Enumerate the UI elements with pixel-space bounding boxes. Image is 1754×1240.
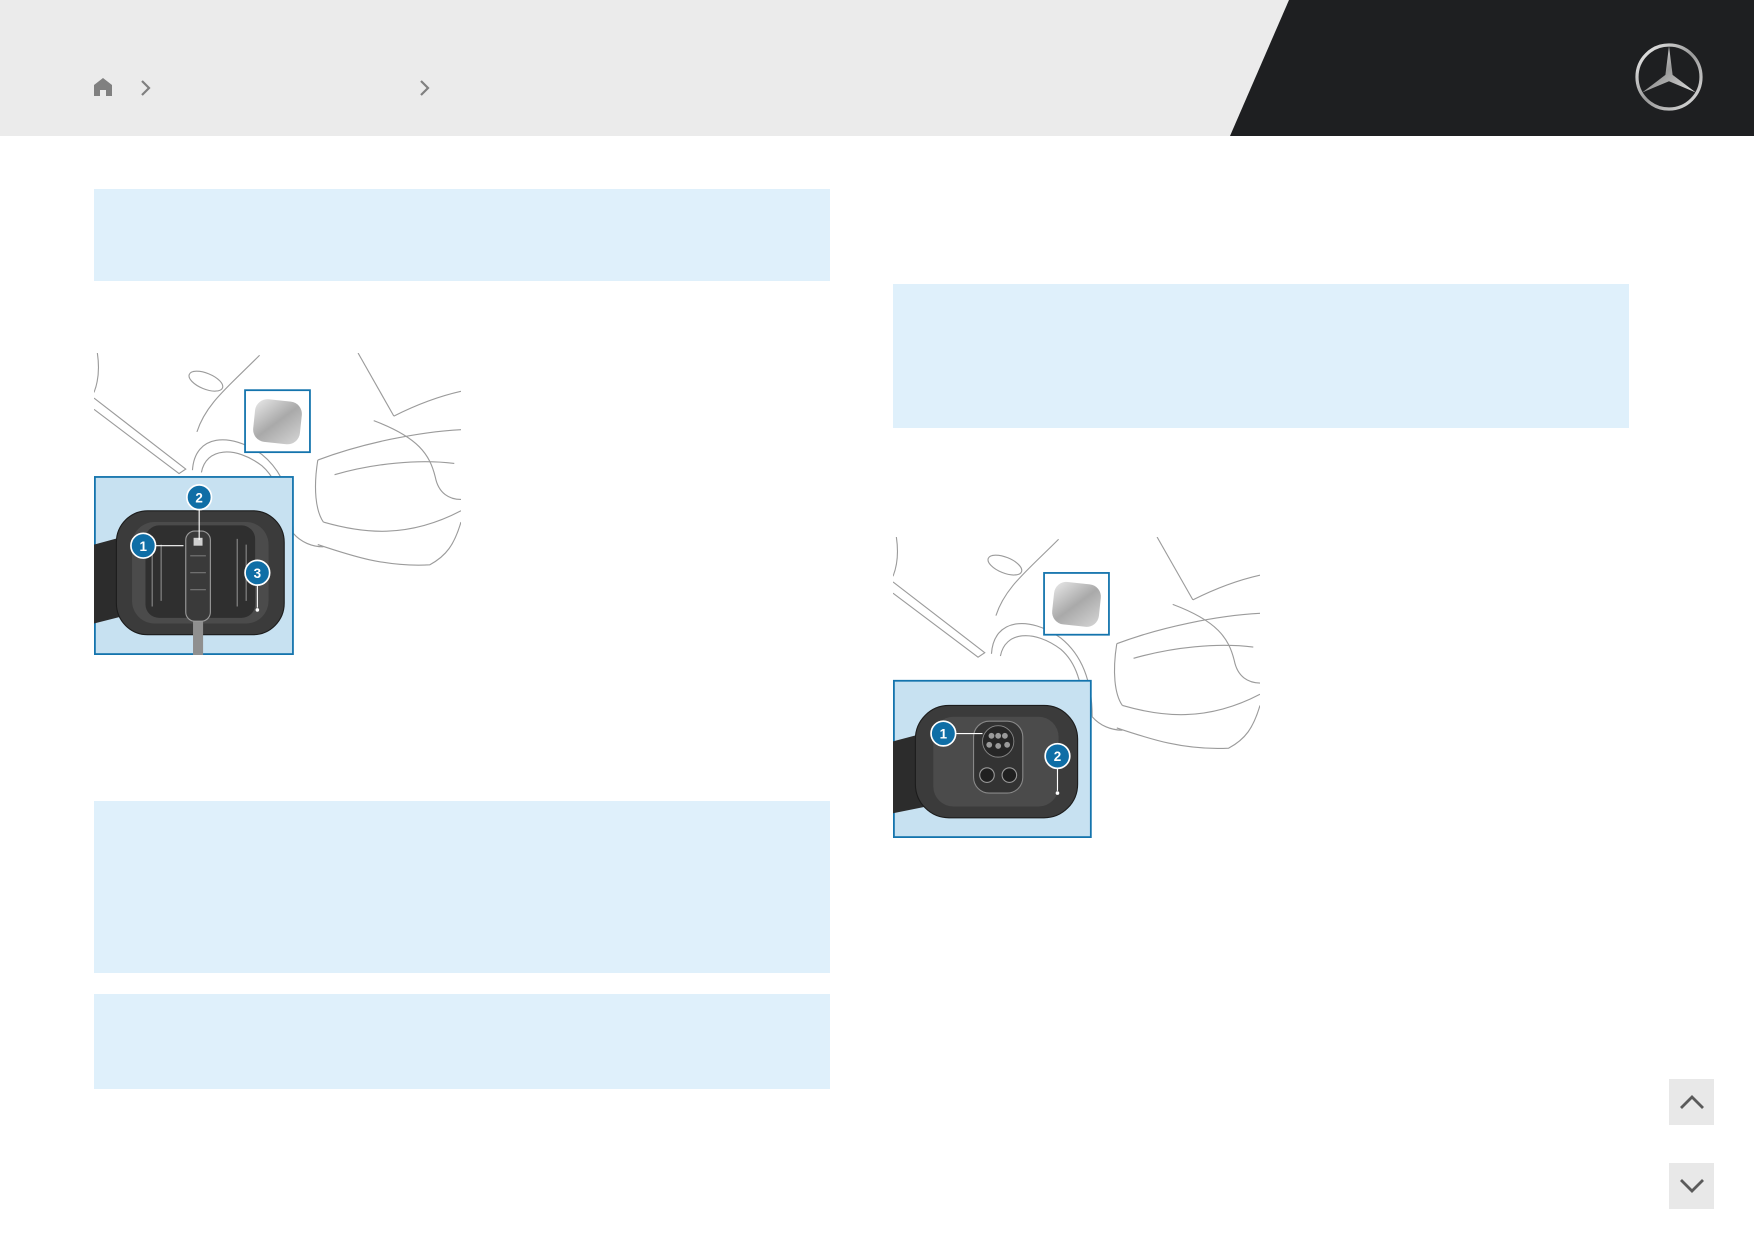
callout-1: 1 xyxy=(130,532,157,559)
callout-2: 2 xyxy=(186,483,213,511)
chevron-right-icon xyxy=(139,79,151,97)
callout-2: 2 xyxy=(1044,742,1071,770)
callout-label: 1 xyxy=(139,539,147,554)
callout-label: 2 xyxy=(1054,749,1061,764)
chevron-up-icon xyxy=(1679,1095,1704,1109)
scroll-down-button[interactable] xyxy=(1669,1163,1714,1209)
mercedes-star-logo xyxy=(1632,40,1706,114)
charging-flap-highlight xyxy=(244,389,311,454)
info-box xyxy=(94,189,830,281)
callout-label: 2 xyxy=(195,490,202,505)
charging-socket-illustration-1: 1 2 3 xyxy=(94,353,461,655)
callout-label: 1 xyxy=(940,727,948,742)
home-icon[interactable] xyxy=(92,76,114,98)
vehicle-outline xyxy=(94,353,461,566)
callout-3: 3 xyxy=(244,559,271,586)
charging-socket-illustration-2: 1 2 xyxy=(893,537,1260,838)
info-box xyxy=(893,284,1629,428)
charging-flap-highlight xyxy=(1043,572,1110,636)
breadcrumb-item[interactable] xyxy=(160,78,410,98)
callout-label: 3 xyxy=(254,566,261,581)
scroll-up-button[interactable] xyxy=(1669,1079,1714,1125)
chevron-right-icon xyxy=(418,79,430,97)
info-box xyxy=(94,994,830,1089)
chevron-down-icon xyxy=(1679,1179,1704,1193)
callout-1: 1 xyxy=(930,720,957,747)
info-box xyxy=(94,801,830,973)
page-header xyxy=(0,0,1754,136)
